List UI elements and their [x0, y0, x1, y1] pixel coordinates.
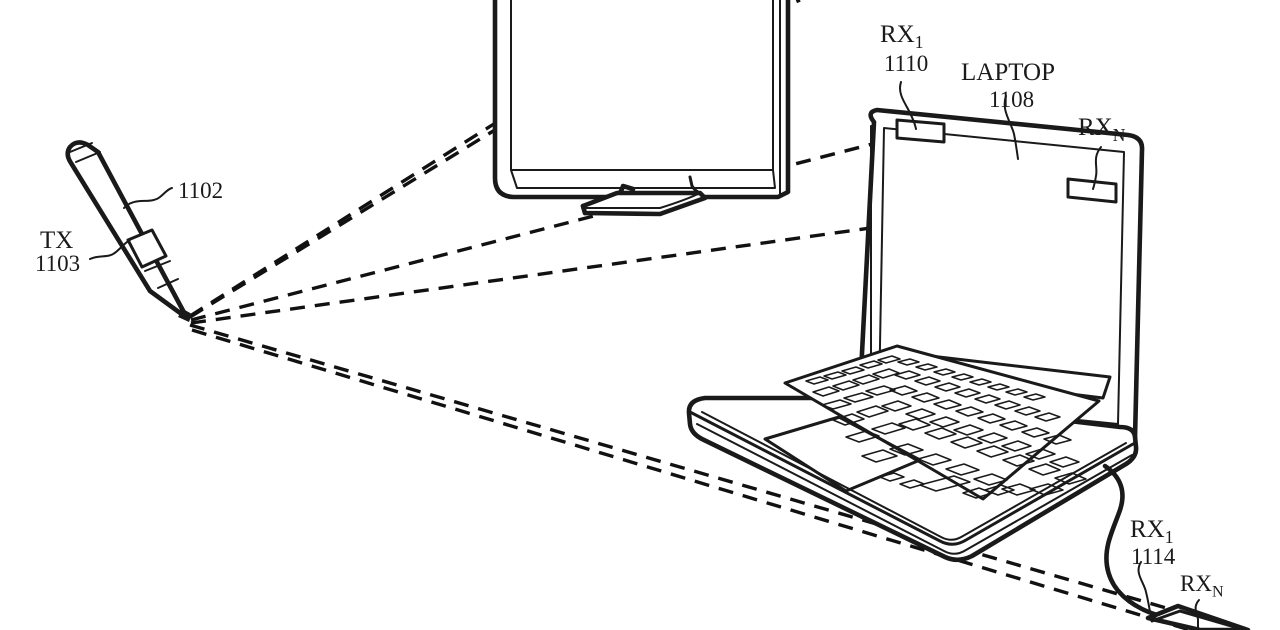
label-rx1-laptop-ref: 1110 [884, 51, 929, 76]
stylus-tip [178, 309, 192, 322]
label-rxn-laptop: RXN [1078, 114, 1125, 144]
stylus-band-seam [144, 260, 171, 272]
external-monitor [492, 0, 791, 217]
monitor-bottom-band [510, 169, 776, 189]
stylus-body [65, 140, 190, 321]
laptop-base-top-surface [688, 410, 1135, 546]
label-tx-name: TX [40, 227, 74, 254]
peripheral-top-edge [1150, 609, 1247, 630]
receiver-module-rxn [1066, 177, 1118, 204]
label-rx1-device-sub: 1 [1164, 527, 1174, 547]
leader-1103 [89, 239, 131, 260]
label-laptop-name: LAPTOP [961, 59, 1056, 86]
tx-emitter-window [126, 228, 168, 269]
laptop-screen [878, 127, 1125, 425]
stylus [65, 140, 192, 322]
stylus-cap-seam-2 [69, 142, 93, 153]
laptop-base-front-edge [696, 423, 1133, 555]
leader-1110 [899, 81, 917, 130]
monitor-bezel [492, 0, 791, 200]
label-rx1-device: RX1 [1130, 516, 1173, 546]
label-rxn-device-name: RX [1180, 571, 1212, 596]
leader-1114 [1137, 561, 1151, 613]
label-rxn-laptop-name: RX [1078, 114, 1113, 141]
label-rxn-laptop-sub: N [1112, 125, 1126, 145]
label-rxn-device-sub: N [1211, 583, 1224, 601]
leader-1102 [123, 187, 173, 209]
label-tx-ref: 1103 [35, 251, 81, 276]
label-laptop-ref: 1108 [989, 87, 1035, 112]
label-tx: TX [40, 228, 73, 253]
label-rxn-device: RXN [1180, 571, 1224, 600]
label-stylus-ref: 1102 [178, 178, 224, 203]
leader-lines [89, 81, 1200, 630]
ray-to-peripheral-rx1 [189, 323, 1181, 614]
leader-rxn-laptop [1092, 146, 1102, 190]
stylus-tip-taper [157, 278, 179, 289]
monitor-stand-base-edge [584, 192, 701, 209]
label-rx1-device-ref: 1114 [1131, 544, 1176, 569]
label-rx1-laptop: RX1 [880, 21, 923, 51]
leader-rxn-peripheral [1194, 599, 1200, 630]
palmrest-edge [701, 411, 1127, 541]
stylus-cap-seam [75, 151, 101, 163]
laptop [686, 107, 1195, 624]
monitor-stand-neck-right [688, 175, 702, 195]
keyboard-keys [805, 355, 1087, 499]
receiver-module-rx1 [895, 118, 946, 144]
label-rx1-device-name: RX [1130, 516, 1165, 543]
label-rx1-laptop-name: RX [880, 21, 915, 48]
leader-1108 [1003, 95, 1019, 160]
monitor-screen [510, 0, 774, 171]
label-rx1-laptop-sub: 1 [914, 32, 924, 52]
ray-to-monitor-left [189, 123, 504, 319]
